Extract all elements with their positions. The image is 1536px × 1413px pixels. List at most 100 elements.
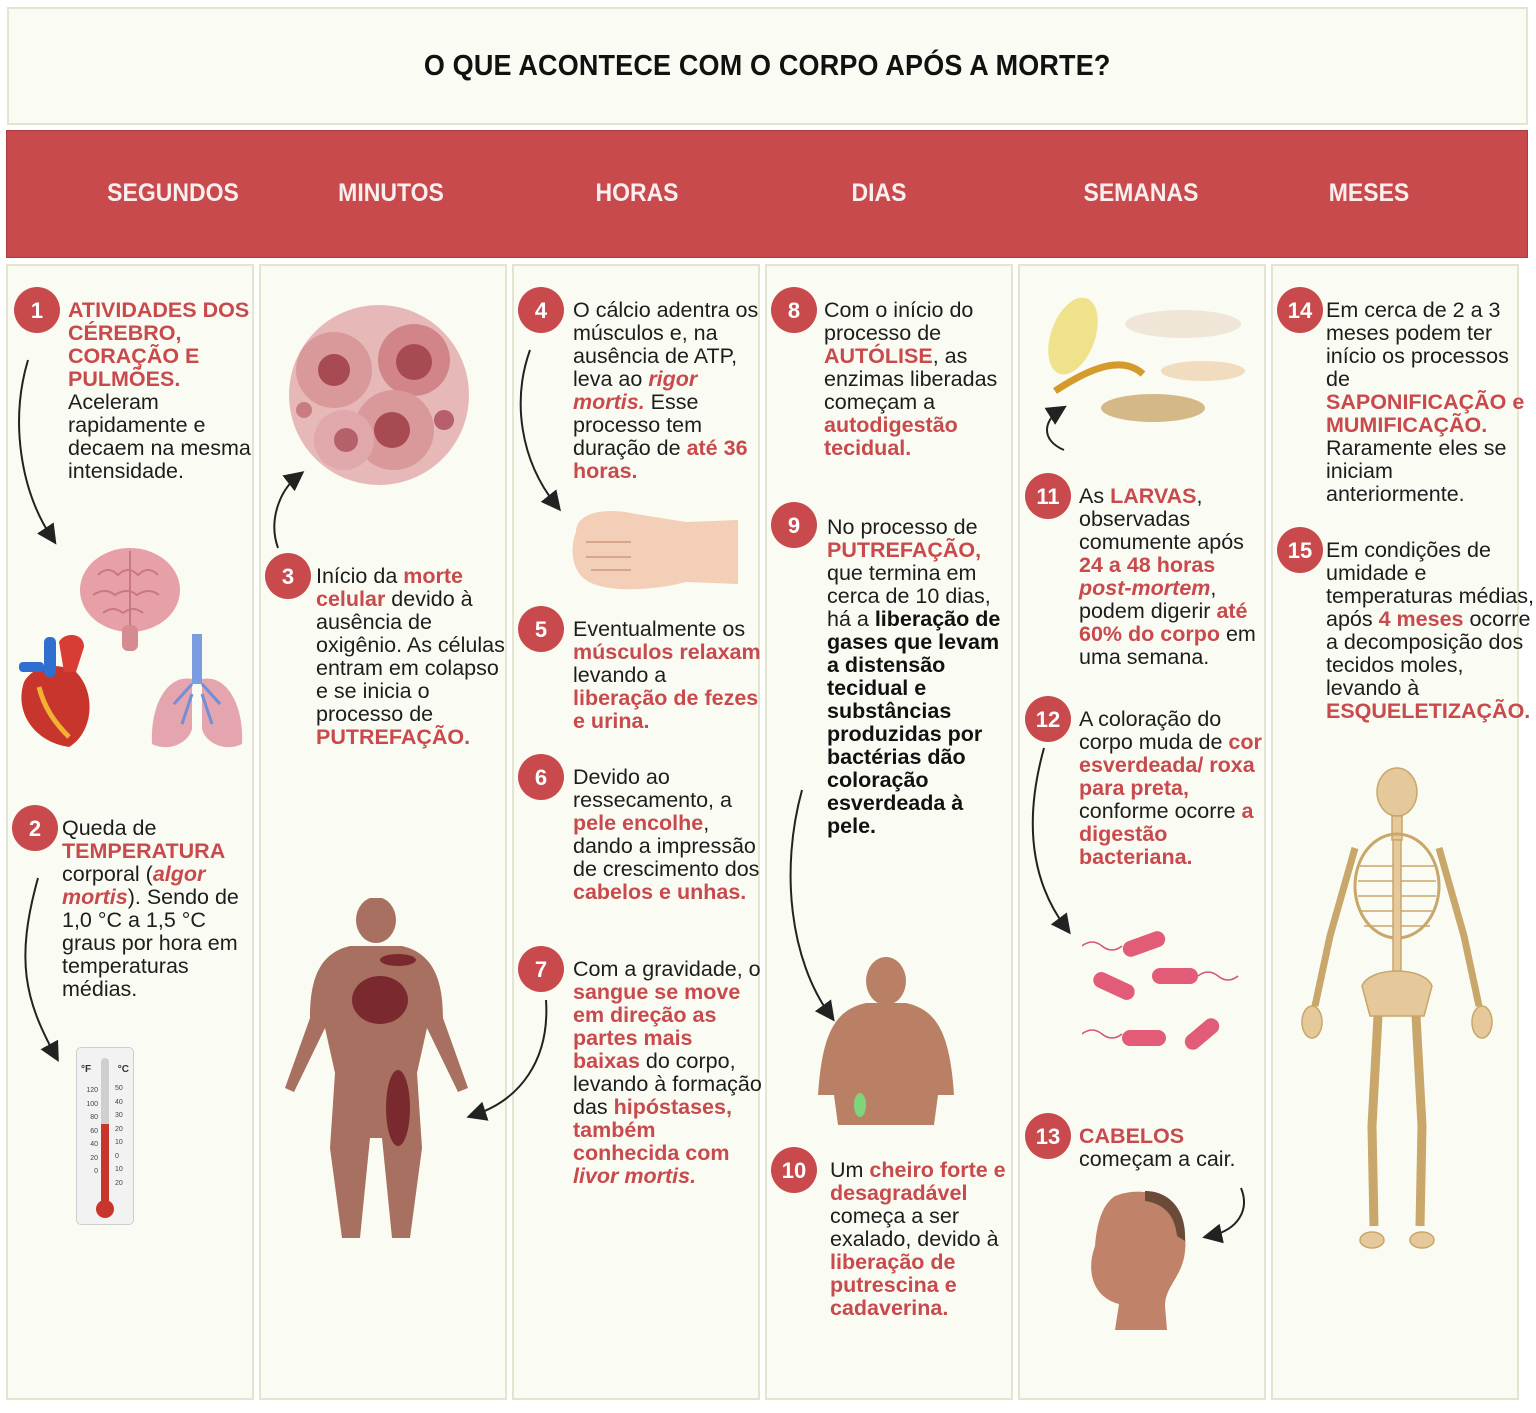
brain-icon: [80, 548, 180, 651]
step-number-badge: 9: [771, 502, 817, 548]
step-text-segment: , as enzimas liberadas começam a: [824, 344, 998, 414]
step-text: CABELOS começam a cair.: [1079, 1113, 1270, 1171]
step-number-badge: 15: [1277, 527, 1323, 573]
lungs-icon: [151, 634, 243, 748]
step-text-segment: corporal (: [62, 862, 153, 886]
step-text: Um cheiro forte e desagradável começa a …: [830, 1147, 1016, 1320]
step-text-segment: Aceleram rapidamente e decaem na mesma i…: [68, 390, 251, 483]
step-text: Em cerca de 2 a 3 meses podem ter início…: [1326, 287, 1536, 506]
step-text-segment: TEMPERATURA: [62, 839, 226, 863]
step-text-segment: Com a gravidade, o: [573, 957, 761, 981]
step-10: 10 Um cheiro forte e desagradável começa…: [771, 1147, 1016, 1320]
bacteria-icon: [1082, 931, 1239, 1050]
step-text-segment: liberação de fezes e urina.: [573, 686, 759, 733]
step-number-badge: 1: [14, 287, 60, 333]
timeline-label-meses: MESES: [1328, 179, 1410, 207]
step-text-segment: liberação de gases que levam a distensão…: [827, 607, 1001, 838]
step-text-segment: Um: [830, 1158, 870, 1182]
timeline-label-semanas: SEMANAS: [1083, 179, 1199, 207]
step-number-badge: 13: [1025, 1113, 1071, 1159]
step-text-segment: LARVAS: [1110, 484, 1197, 508]
timeline-label-segundos: SEGUNDOS: [107, 179, 239, 207]
step-text: Em condições de umidade e temperaturas m…: [1326, 527, 1536, 723]
page-title: O QUE ACONTECE COM O CORPO APÓS A MORTE?: [424, 49, 1111, 82]
skeleton-icon: [1301, 767, 1493, 1249]
timeline-label-minutos: MINUTOS: [338, 179, 444, 207]
torso-green-spot-icon: [818, 957, 954, 1125]
step-text-segment: AUTÓLISE: [824, 344, 933, 368]
step-6: 6 Devido ao ressecamento, a pele encolhe…: [518, 754, 763, 904]
celsius-label: °C: [117, 1064, 129, 1075]
step-text-segment: Eventualmente os: [573, 617, 746, 641]
step-text-segment: que termina em cerca de 10 dias, há a: [827, 561, 991, 631]
cell-cluster-icon: [289, 305, 469, 485]
step-number-badge: 3: [265, 553, 311, 599]
step-text-segment: começa a ser exalado, devido à: [830, 1204, 999, 1251]
step-text-segment: sangue se move em direção as partes mais…: [573, 980, 741, 1073]
timeline-label-dias: DIAS: [851, 179, 907, 207]
human-back-livor-icon: [285, 898, 468, 1238]
step-text-segment: cor esverdeada/ roxa para preta,: [1079, 730, 1262, 800]
step-text-segment: post-mortem: [1079, 576, 1211, 600]
larvae-icon: [1048, 297, 1245, 422]
step-text: As LARVAS, observadas comumente após 24 …: [1079, 473, 1270, 669]
step-text-segment: Queda de: [62, 816, 157, 840]
step-number-badge: 8: [771, 287, 817, 333]
timeline-band: SEGUNDOS MINUTOS HORAS DIAS SEMANAS MESE…: [6, 130, 1528, 258]
step-4: 4 O cálcio adentra os músculos e, na aus…: [518, 287, 763, 483]
step-8: 8 Com o início do processo de AUTÓLISE, …: [771, 287, 1016, 460]
step-7: 7 Com a gravidade, o sangue se move em d…: [518, 946, 763, 1188]
step-5: 5 Eventualmente os músculos relaxam leva…: [518, 606, 763, 733]
fist-icon: [572, 511, 738, 590]
step-text-segment: morte celular: [316, 564, 463, 611]
step-text-segment: algor mortis: [62, 862, 206, 909]
step-text-segment: do corpo, levando à formação das: [573, 1049, 762, 1119]
timeline-label-horas: HORAS: [595, 179, 679, 207]
step-number-badge: 7: [518, 946, 564, 992]
step-text-segment: No processo de: [827, 515, 978, 539]
step-text-segment: , observadas comumente após: [1079, 484, 1244, 554]
step-number-badge: 6: [518, 754, 564, 800]
step-text-segment: cheiro forte e desagradável: [830, 1158, 1006, 1205]
step-13: 13 CABELOS começam a cair.: [1025, 1113, 1270, 1171]
step-text-segment: 24 a 48 horas: [1079, 553, 1216, 577]
step-text-segment: 4 meses: [1378, 607, 1464, 631]
balding-head-icon: [1091, 1191, 1186, 1330]
step-text-segment: Início da: [316, 564, 404, 588]
step-text-segment: Em cerca de 2 a 3 meses podem ter início…: [1326, 298, 1509, 391]
step-number-badge: 14: [1277, 287, 1323, 333]
step-number-badge: 10: [771, 1147, 817, 1193]
step-14: 14 Em cerca de 2 a 3 meses podem ter iní…: [1277, 287, 1536, 506]
step-text-segment: autodigestão tecidual.: [824, 413, 958, 460]
step-text-segment: O cálcio adentra os músculos e, na ausên…: [573, 298, 759, 391]
step-9: 9 No processo de PUTREFAÇÃO, que termina…: [771, 502, 1016, 838]
step-text-segment: devido à ausência de oxigênio. As célula…: [316, 587, 505, 726]
step-number-badge: 4: [518, 287, 564, 333]
step-text-segment: , dando a impressão de crescimento dos: [573, 811, 760, 881]
step-text-segment: CABELOS: [1079, 1124, 1185, 1148]
step-text-segment: a digestão bacteriana.: [1079, 799, 1254, 869]
step-number-badge: 2: [12, 805, 58, 851]
step-text-segment: PUTREFAÇÃO.: [316, 725, 471, 749]
step-text: ATIVIDADES DOS CÉREBRO, CORAÇÃO E PULMÕE…: [68, 287, 254, 483]
step-text-segment: até 60% do corpo: [1079, 599, 1248, 646]
step-15: 15 Em condições de umidade e temperatura…: [1277, 527, 1536, 723]
step-text-segment: conforme ocorre: [1079, 799, 1242, 823]
column-dias: [765, 264, 1013, 1400]
step-number-badge: 12: [1025, 696, 1071, 742]
fahrenheit-label: °F: [81, 1064, 92, 1075]
step-text-segment: rigor mortis.: [573, 367, 698, 414]
step-text-segment: ATIVIDADES DOS CÉREBRO, CORAÇÃO E PULMÕE…: [68, 298, 250, 391]
step-number-badge: 11: [1025, 473, 1071, 519]
step-text-segment: começam a cair.: [1079, 1147, 1236, 1171]
step-3: 3 Início da morte celular devido à ausên…: [265, 553, 510, 749]
step-text-segment: até 36 horas.: [573, 436, 748, 483]
step-text-segment: As: [1079, 484, 1111, 508]
step-text-segment: pele encolhe: [573, 811, 704, 835]
column-horas: [512, 264, 760, 1400]
heart-icon: [19, 635, 90, 747]
step-1: 1 ATIVIDADES DOS CÉREBRO, CORAÇÃO E PULM…: [14, 287, 254, 483]
